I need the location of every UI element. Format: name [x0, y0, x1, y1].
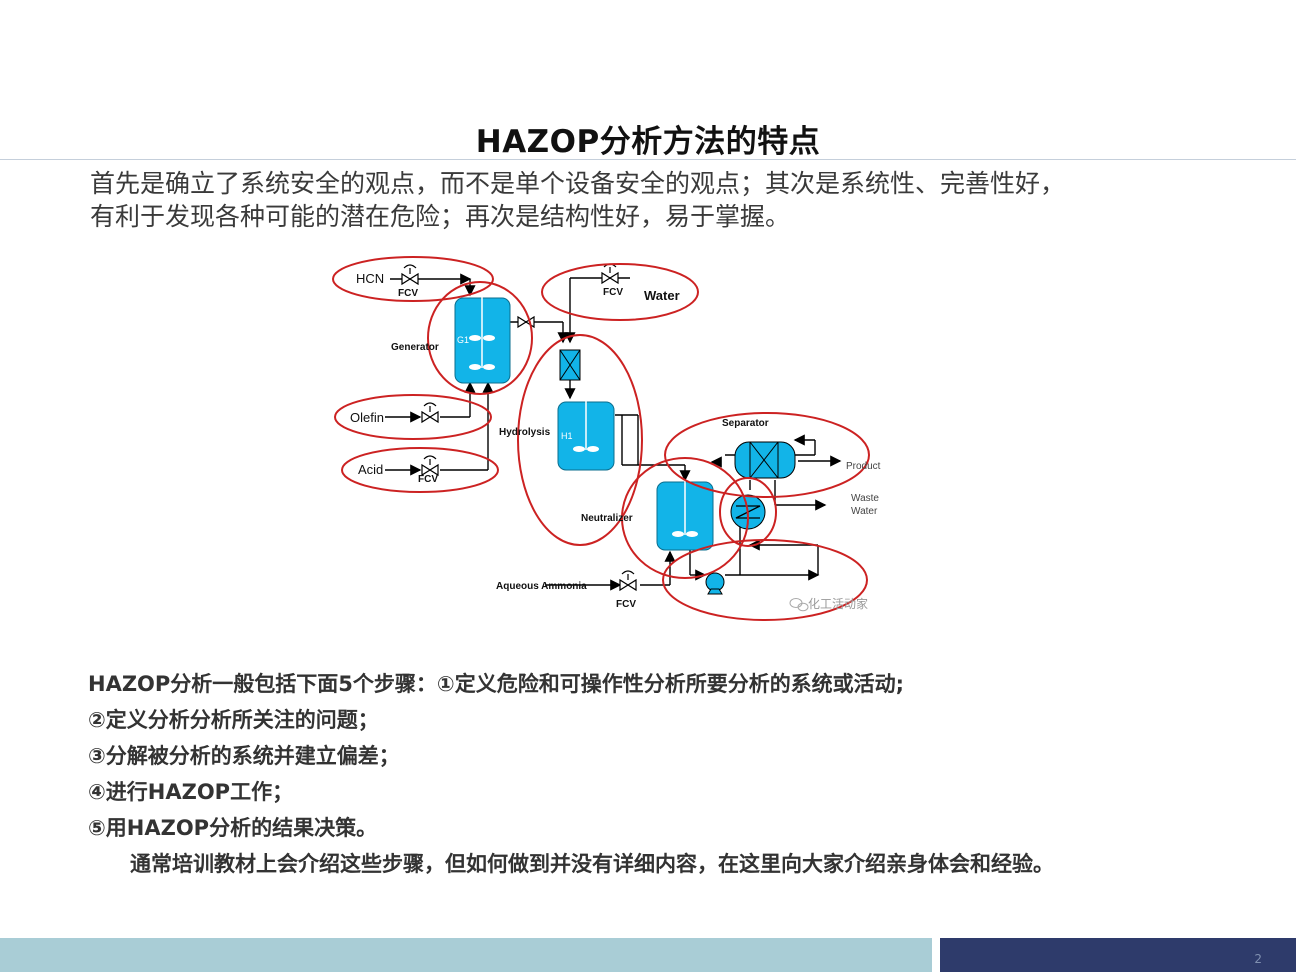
title-divider — [0, 159, 1296, 160]
hydrolysis-label: Hydrolysis — [499, 427, 551, 438]
fcv-label-water: FCV — [603, 287, 623, 298]
process-flow-diagram: HCN FCV FCV Water Generator G1 Olefin Ac… — [330, 250, 910, 635]
step-line-3: ③分解被分析的系统并建立偏差； — [88, 744, 400, 768]
step-line-1: HAZOP分析一般包括下面5个步骤：①定义危险和可操作性分析所要分析的系统或活动… — [88, 672, 905, 696]
process-diagram-svg: HCN FCV FCV Water Generator G1 Olefin Ac… — [332, 256, 881, 621]
footer-bar-dark — [940, 938, 1296, 972]
product-label: Product — [846, 461, 881, 472]
intro-line-2: 有利于发现各种可能的潜在危险；再次是结构性好，易于掌握。 — [90, 202, 791, 231]
wechat-icon — [789, 598, 809, 612]
pump — [705, 572, 725, 595]
footer-bar-light — [0, 938, 932, 972]
water-label: Water — [644, 288, 680, 303]
hcn-label: HCN — [356, 271, 384, 286]
intro-paragraph: 首先是确立了系统安全的观点，而不是单个设备安全的观点；其次是系统性、完善性好， … — [90, 167, 1230, 233]
water-out-label: Water — [851, 506, 878, 517]
neutralizer-vessel — [656, 480, 714, 551]
step-line-2: ②定义分析分析所关注的问题； — [88, 708, 379, 732]
hazop-steps-list: HAZOP分析一般包括下面5个步骤：①定义危险和可操作性分析所要分析的系统或活动… — [88, 666, 1258, 882]
generator-vessel — [454, 290, 511, 384]
hydrolysis-vessel — [557, 400, 615, 471]
watermark-label: 化工活动家 — [808, 596, 868, 611]
valve-icons — [401, 271, 637, 592]
generator-label: Generator — [391, 342, 439, 353]
fcv-label-acid: FCV — [418, 474, 438, 485]
fcv-label-ammonia: FCV — [616, 599, 636, 610]
hazop-node-circles — [332, 256, 870, 621]
hydrolysis-column — [559, 349, 581, 381]
aqueous-ammonia-label: Aqueous Ammonia — [496, 581, 587, 592]
neutralizer-label: Neutralizer — [581, 513, 633, 524]
page-number: 2 — [1254, 952, 1262, 966]
step-note: 通常培训教材上会介绍这些步骤，但如何做到并没有详细内容，在这里向大家介绍亲身体会… — [130, 852, 1054, 876]
valve-actuators — [403, 263, 635, 580]
intro-line-1: 首先是确立了系统安全的观点，而不是单个设备安全的观点；其次是系统性、完善性好， — [90, 169, 1066, 198]
olefin-label: Olefin — [350, 410, 384, 425]
separator-vessel — [734, 441, 796, 479]
page-title: HAZOP分析方法的特点 — [475, 124, 821, 160]
separator-label: Separator — [722, 418, 769, 429]
acid-label: Acid — [358, 462, 383, 477]
waste-label: Waste — [851, 493, 879, 504]
step-line-4: ④进行HAZOP工作； — [88, 780, 294, 804]
step-line-5: ⑤用HAZOP分析的结果决策。 — [88, 816, 378, 840]
g1-label: G1 — [457, 335, 469, 345]
h1-label: H1 — [561, 431, 573, 441]
fcv-label-hcn: FCV — [398, 288, 418, 299]
